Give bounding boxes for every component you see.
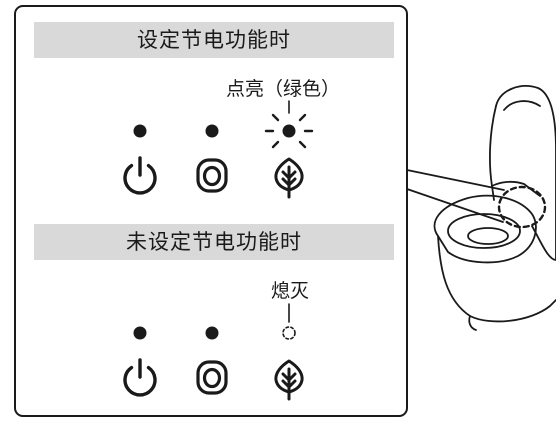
eco-indicator-off-dot xyxy=(282,326,296,340)
section-title-eco-on: 设定节电功能时 xyxy=(34,22,394,58)
toilet-seat-icon xyxy=(196,158,228,193)
power-indicator-dot-2 xyxy=(133,326,147,340)
indicator-location-marker xyxy=(497,185,547,229)
power-icon-2 xyxy=(123,358,157,397)
indicator-panel-frame xyxy=(14,5,408,417)
power-icon xyxy=(123,156,157,195)
toilet-illustration xyxy=(433,85,556,331)
eco-indicator-lit-dot xyxy=(282,124,296,138)
leaf-icon-2 xyxy=(274,359,304,401)
seat-indicator-dot-2 xyxy=(205,326,219,340)
section-title-eco-off: 未设定节电功能时 xyxy=(34,224,394,260)
zoom-connector-bottom xyxy=(406,188,504,223)
leaf-icon xyxy=(274,157,304,199)
zoom-connector-top xyxy=(406,169,505,191)
power-indicator-dot xyxy=(133,124,147,138)
callout-off: 熄灭 xyxy=(271,280,310,302)
seat-indicator-dot xyxy=(205,124,219,138)
toilet-seat-icon-2 xyxy=(196,360,228,395)
callout-lit-green: 点亮（绿色） xyxy=(226,78,341,100)
glow-rays xyxy=(264,113,314,149)
